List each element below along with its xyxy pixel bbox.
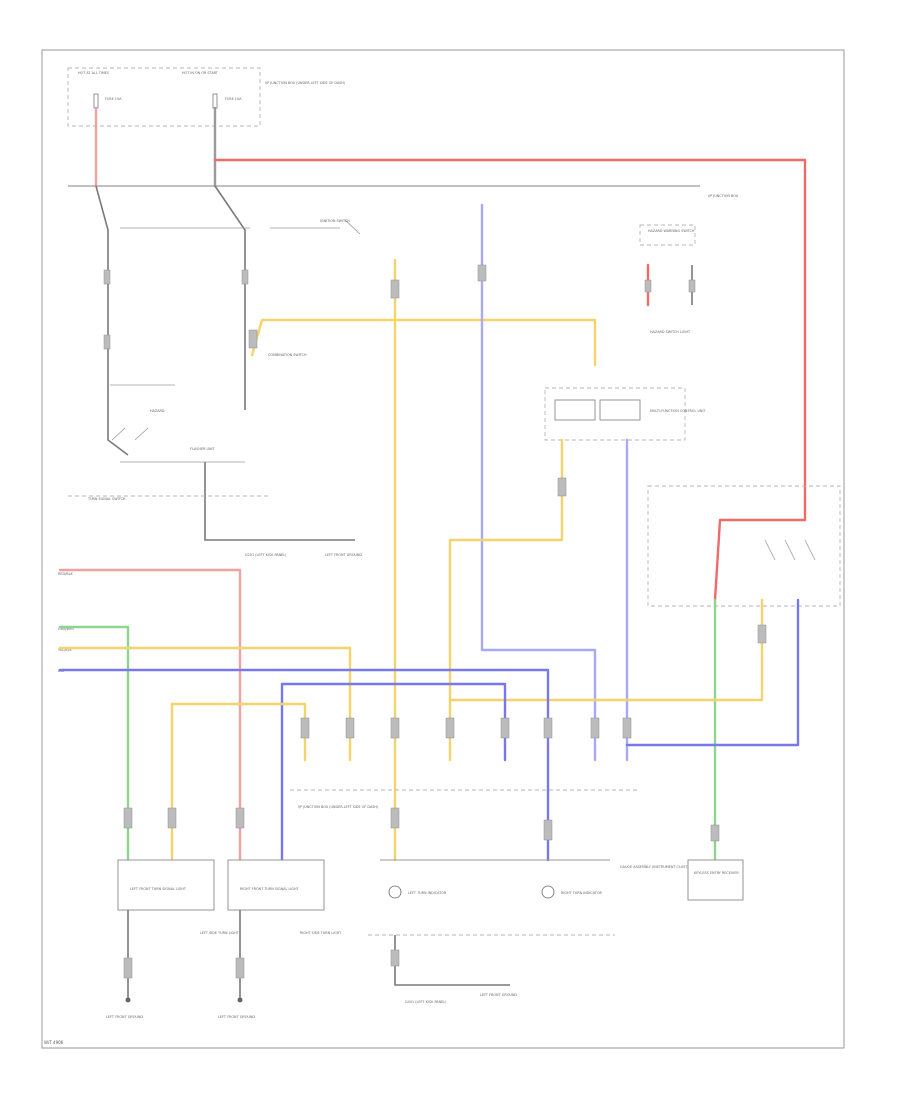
right-green-conn (710, 824, 720, 842)
lf-ground-conn (123, 957, 133, 979)
rf-ground-terminal (237, 997, 243, 1003)
label-lf-ground: LEFT FRONT GROUND (106, 1015, 143, 1019)
hazard-switch-contact (111, 427, 149, 441)
jb-conn-lower-2 (543, 819, 553, 841)
label-fuse-top-right: I/P JUNCTION BOX (708, 194, 739, 198)
jb-conn-7 (590, 717, 600, 739)
wire-right-blue (625, 598, 800, 747)
label-hazard-sw-light: HAZARD SWITCH LIGHT (650, 330, 691, 334)
hazard-sw-conn-2 (688, 279, 696, 293)
label-ignition-switch: IGNITION SWITCH (320, 219, 350, 223)
label-hazard: HAZARD (150, 409, 165, 413)
right-switch-box (647, 485, 841, 607)
yellow-connector-top (390, 279, 400, 299)
fuse-a-symbol (93, 93, 99, 109)
multi-unit-inner-right (599, 399, 641, 421)
jb-conn-lower-1 (390, 807, 400, 829)
rf-turn-light-box (227, 859, 325, 911)
left-indicator-bulb (388, 885, 402, 899)
hazard-sw-conn-1 (644, 279, 652, 293)
multi-function-unit (544, 387, 686, 441)
label-hazard-switch-box: HAZARD WARNING SWITCH (648, 229, 695, 233)
left-red-conn (235, 807, 245, 829)
label-left-ground: LEFT FRONT GROUND (325, 553, 362, 557)
jb-conn-4 (445, 717, 455, 739)
label-fuse-box-top: I/P JUNCTION BOX (UNDER-LEFT SIDE OF DAS… (265, 81, 346, 85)
label-hot-all-times: HOT AT ALL TIMES (78, 71, 109, 75)
jb-conn-3 (390, 717, 400, 739)
cluster-ground-conn (390, 949, 400, 967)
lf-turn-light-box (117, 859, 215, 911)
wire-red-main (213, 158, 807, 602)
wire-ignition-a (95, 185, 129, 456)
label-rf-turn: RIGHT FRONT TURN SIGNAL LIGHT (240, 887, 300, 891)
label-ground-g2: G401 (LEFT KICK PANEL) (405, 1000, 447, 1004)
right-switch-contacts (764, 539, 816, 561)
right-yellow-conn (757, 624, 767, 644)
wire-blue-horizontal (58, 668, 550, 862)
fuse-block-box (67, 67, 261, 127)
right-indicator-bulb (541, 885, 555, 899)
blue-connector-top (477, 264, 487, 282)
left-yellow-conn (167, 807, 177, 829)
combo-connector (248, 329, 258, 349)
label-ground-g1: G201 (LEFT KICK PANEL) (245, 553, 287, 557)
label-fuse-a: FUSE 15A (105, 97, 122, 101)
wire-ignition-b (214, 185, 246, 410)
label-flasher: FLASHER UNIT (190, 447, 216, 451)
label-fuse-b: FUSE 10A (225, 97, 242, 101)
label-keyless: KEYLESS ENTRY RECEIVER (694, 871, 739, 875)
label-hot-in-on: HOT IN ON OR START (182, 71, 219, 75)
wire-blue-loop (280, 682, 507, 862)
wire-yellow-loop (170, 702, 307, 862)
label-left-ground-2: LEFT FRONT GROUND (480, 993, 517, 997)
multi-yellow-conn (557, 477, 567, 497)
label-combo-switch: COMBINATION SWITCH (268, 353, 307, 357)
label-multi-relay: MULTI-FUNCTION CONTROL UNIT (650, 409, 706, 413)
label-wire-yellow: YEL/BLK (58, 648, 72, 652)
label-gauge-cluster: GAUGE ASSEMBLY (INSTRUMENT CLUSTER) (620, 865, 694, 869)
label-jb-mid: I/P JUNCTION BOX (UNDER-LEFT SIDE OF DAS… (298, 805, 379, 809)
hazard-warning-box (639, 224, 696, 246)
wire-light-blue-vertical (480, 203, 597, 762)
jb-conn-5 (500, 717, 510, 739)
ignition-connector-2 (103, 334, 111, 350)
label-lf-turn: LEFT FRONT TURN SIGNAL LIGHT (130, 887, 187, 891)
jb-conn-1 (300, 717, 310, 739)
diagram-frame (41, 49, 845, 1049)
wire-red-horizontal (58, 568, 242, 862)
ignition-connector-1 (103, 269, 111, 285)
wire-cluster-ground (394, 935, 510, 986)
wire-yellow-combo (250, 318, 597, 367)
switch-contacts-top (120, 219, 361, 235)
fuse-b-symbol (212, 93, 218, 109)
label-lf-side: LEFT SIDE TURN LIGHT (200, 931, 240, 935)
multi-unit-inner-left (554, 399, 596, 421)
footer-code: W/T 4906 (44, 1040, 64, 1045)
left-green-conn (123, 807, 133, 829)
ignition-connector-3 (241, 269, 249, 285)
label-left-ind: LEFT TURN INDICATOR (408, 891, 447, 895)
label-wire-red: RED/BLK (58, 572, 73, 576)
jb-conn-6 (543, 717, 553, 739)
label-rf-side: RIGHT SIDE TURN LIGHT (300, 931, 342, 935)
lf-ground-terminal (125, 997, 131, 1003)
wire-green-horizontal (58, 625, 130, 862)
label-rf-ground: LEFT FRONT GROUND (218, 1015, 255, 1019)
label-wire-green: GRN/WHT (58, 627, 76, 631)
jb-conn-2 (345, 717, 355, 739)
label-right-ind: RIGHT TURN INDICATOR (561, 891, 603, 895)
label-turn-signal: TURN SIGNAL SWITCH (87, 497, 126, 501)
rf-ground-conn (235, 957, 245, 979)
wire-flasher-ground (204, 462, 355, 541)
keyless-receiver-box (687, 859, 744, 901)
jb-conn-8 (622, 717, 632, 739)
